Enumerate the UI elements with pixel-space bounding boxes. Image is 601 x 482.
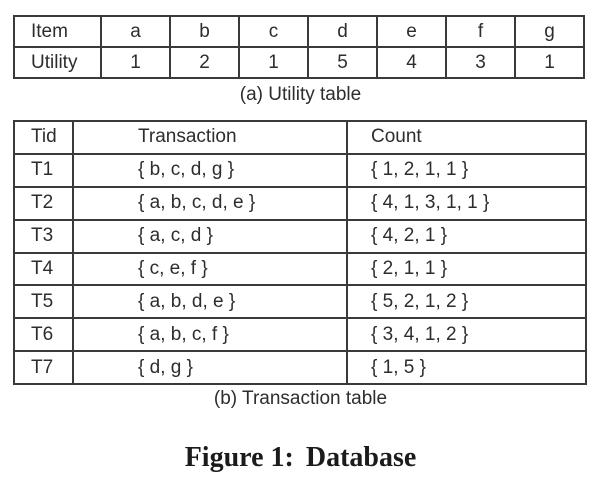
utility-item-cell: g [514, 15, 585, 48]
utility-table: Item a b c d e f g Utility 1 2 1 5 4 3 1 [13, 15, 585, 79]
utility-value-row-label: Utility [13, 46, 102, 79]
utility-table-caption: (a) Utility table [239, 84, 362, 105]
utility-value-cell: 4 [376, 46, 447, 79]
utility-item-cell: b [169, 15, 240, 48]
utility-item-cell: a [100, 15, 171, 48]
transaction-row: T7 { d, g } { 1, 5 } [13, 350, 587, 385]
transaction-row: T6 { a, b, c, f } { 3, 4, 1, 2 } [13, 317, 587, 353]
transaction-count-cell: { 4, 1, 3, 1, 1 } [346, 185, 587, 221]
transaction-table: Tid Transaction Count T1 { b, c, d, g } … [13, 120, 587, 385]
utility-value-row: Utility 1 2 1 5 4 3 1 [13, 46, 585, 79]
transaction-items-cell: { a, c, d } [72, 218, 348, 254]
utility-value-cell: 2 [169, 46, 240, 79]
transaction-count-cell: { 1, 2, 1, 1 } [346, 152, 587, 188]
utility-item-row-label: Item [13, 15, 102, 48]
transaction-count-cell: { 4, 2, 1 } [346, 218, 587, 254]
transaction-tid-cell: T7 [13, 350, 74, 385]
transaction-header-transaction: Transaction [72, 120, 348, 155]
transaction-tid-cell: T3 [13, 218, 74, 254]
transaction-items-cell: { c, e, f } [72, 251, 348, 287]
transaction-count-cell: { 1, 5 } [346, 350, 587, 385]
utility-item-row: Item a b c d e f g [13, 15, 585, 48]
transaction-tid-cell: T2 [13, 185, 74, 221]
utility-value-cell: 5 [307, 46, 378, 79]
transaction-header-count: Count [346, 120, 587, 155]
transaction-tid-cell: T1 [13, 152, 74, 188]
figure-caption-label: Figure 1: [184, 442, 294, 473]
transaction-row: T2 { a, b, c, d, e } { 4, 1, 3, 1, 1 } [13, 185, 587, 221]
transaction-row: T4 { c, e, f } { 2, 1, 1 } [13, 251, 587, 287]
utility-item-cell: e [376, 15, 447, 48]
transaction-row: T5 { a, b, d, e } { 5, 2, 1, 2 } [13, 284, 587, 320]
utility-item-cell: d [307, 15, 378, 48]
transaction-header-tid: Tid [13, 120, 74, 155]
transaction-tid-cell: T5 [13, 284, 74, 320]
transaction-count-cell: { 3, 4, 1, 2 } [346, 317, 587, 353]
transaction-items-cell: { a, b, d, e } [72, 284, 348, 320]
transaction-count-cell: { 2, 1, 1 } [346, 251, 587, 287]
transaction-items-cell: { a, b, c, d, e } [72, 185, 348, 221]
transaction-count-cell: { 5, 2, 1, 2 } [346, 284, 587, 320]
transaction-items-cell: { a, b, c, f } [72, 317, 348, 353]
transaction-row: T3 { a, c, d } { 4, 2, 1 } [13, 218, 587, 254]
utility-item-cell: c [238, 15, 309, 48]
utility-item-cell: f [445, 15, 516, 48]
transaction-items-cell: { d, g } [72, 350, 348, 385]
transaction-table-caption: (b) Transaction table [213, 388, 388, 409]
utility-value-cell: 3 [445, 46, 516, 79]
utility-value-cell: 1 [514, 46, 585, 79]
transaction-header-row: Tid Transaction Count [13, 120, 587, 155]
transaction-items-cell: { b, c, d, g } [72, 152, 348, 188]
transaction-row: T1 { b, c, d, g } { 1, 2, 1, 1 } [13, 152, 587, 188]
figure-caption-title: Database [305, 442, 417, 473]
figure-caption: Figure 1: Database [0, 442, 601, 474]
utility-value-cell: 1 [238, 46, 309, 79]
utility-value-cell: 1 [100, 46, 171, 79]
transaction-tid-cell: T6 [13, 317, 74, 353]
transaction-tid-cell: T4 [13, 251, 74, 287]
